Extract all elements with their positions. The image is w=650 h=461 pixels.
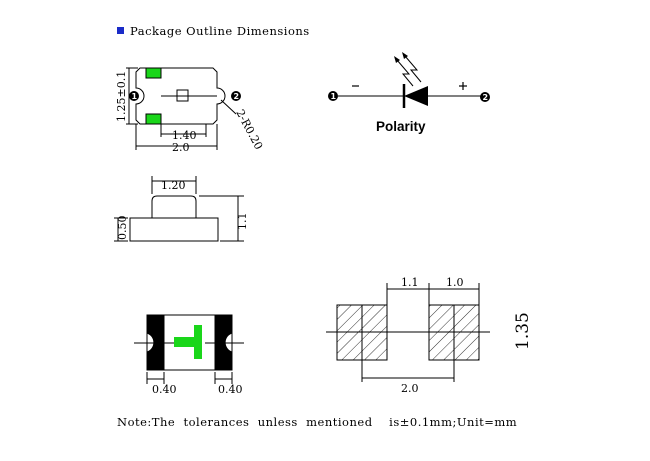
footprint [326, 283, 490, 382]
diode-triangle [404, 86, 428, 106]
bottom-view [134, 314, 244, 384]
side-view [114, 176, 244, 242]
dim-height: 1.25±0.1 [115, 71, 128, 122]
dim-right-pad: 0.40 [218, 383, 243, 396]
dim-total-width: 2.0 [401, 382, 419, 395]
pin2-label: 2 [234, 92, 240, 101]
pin1-label: 1 [132, 92, 138, 101]
pin2-marker [231, 91, 241, 101]
polarity-label: Polarity [376, 119, 426, 134]
polarity-mark-bar [174, 337, 196, 347]
dim-total-height: 1.1 [236, 213, 249, 231]
bottom-pad-marker [145, 113, 162, 125]
light-arrow-2 [404, 55, 422, 83]
light-arrow-1 [396, 59, 414, 87]
dim-pad-spacing: 1.40 [172, 129, 197, 142]
top-pad-marker [145, 67, 162, 79]
polarity-symbol [338, 52, 484, 108]
dim-pad-width: 1.0 [446, 276, 464, 289]
dim-length: 2.0 [172, 141, 190, 154]
polarity-pin2-marker [480, 92, 490, 102]
dim-left-pad: 0.40 [152, 383, 177, 396]
polarity-pin1-label: 1 [331, 92, 337, 101]
top-view [126, 67, 237, 150]
dim-footprint-height: 1.35 [513, 312, 533, 350]
title-bullet-icon [117, 27, 124, 34]
dim-lens-width: 1.20 [161, 179, 186, 192]
lens-dome [151, 195, 197, 218]
dim-gap: 1.1 [401, 276, 419, 289]
section-title: Package Outline Dimensions [130, 24, 310, 38]
dim-base-height: 0.50 [116, 216, 129, 241]
polarity-pin2-label: 2 [483, 93, 489, 102]
polarity-mark-stem [194, 325, 202, 359]
dim-radius: 2-R0.20 [233, 107, 265, 152]
pin1-marker [129, 91, 139, 101]
polarity-pin1-marker [328, 91, 338, 101]
tolerance-note: Note:The tolerances unless mentioned is±… [117, 415, 517, 429]
